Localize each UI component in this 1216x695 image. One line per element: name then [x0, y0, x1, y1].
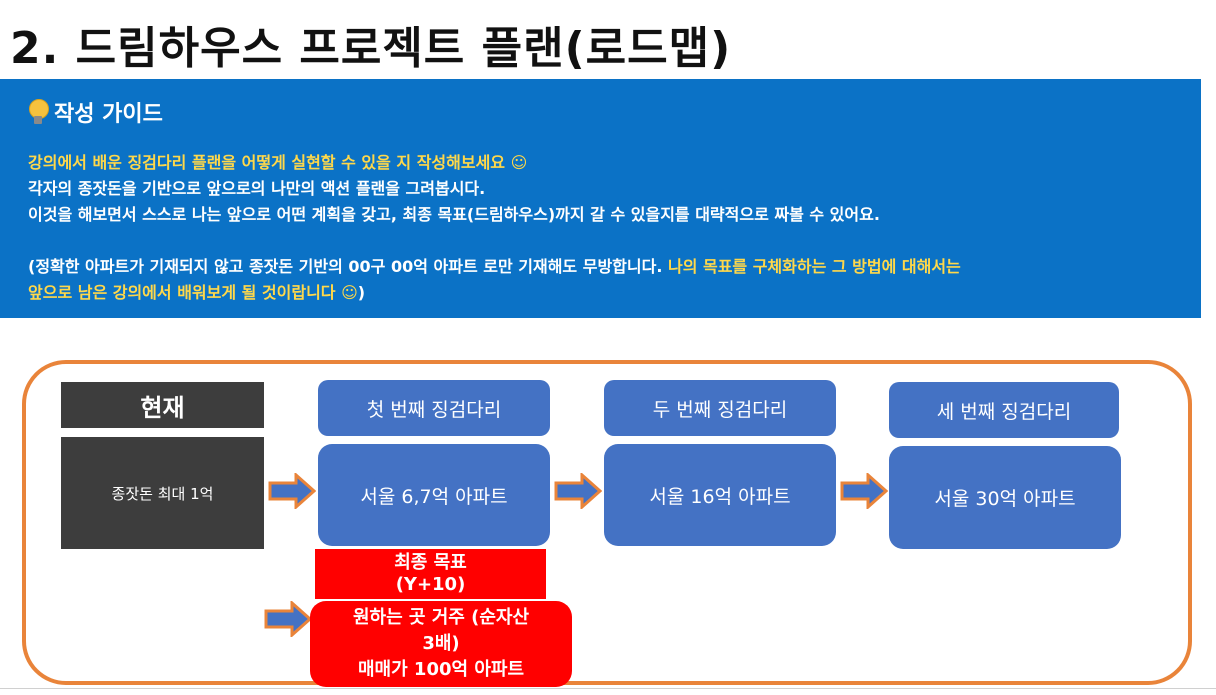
- step1-value-box: 서울 6,7억 아파트: [318, 444, 550, 546]
- step2-value: 서울 16억 아파트: [649, 485, 791, 508]
- step1-value: 서울 6,7억 아파트: [360, 485, 508, 508]
- guide-line-2: 각자의 종잣돈을 기반으로 앞으로의 나만의 액션 플랜을 그려봅시다.: [28, 179, 486, 198]
- guide-heading: 작성 가이드: [28, 96, 163, 128]
- divider: [0, 688, 1216, 689]
- lightbulb-icon: [28, 98, 49, 126]
- page-title: 2. 드림하우스 프로젝트 플랜(로드맵): [10, 23, 732, 74]
- current-label-box: 현재: [61, 382, 264, 428]
- guide-line-4: (정확한 아파트가 기재되지 않고 종잣돈 기반의 00구 00억 아파트 로만…: [28, 254, 961, 280]
- roadmap-frame: [22, 360, 1192, 685]
- step3-value-box: 서울 30억 아파트: [889, 446, 1121, 549]
- right-arrow-icon: [554, 473, 602, 509]
- guide-line-1: 강의에서 배운 징검다리 플랜을 어떻게 실현할 수 있을 지 작성해보세요 ☺: [28, 153, 528, 172]
- guide-panel: [0, 79, 1201, 318]
- step3-label-box: 세 번째 징검다리: [889, 382, 1119, 438]
- step1-label: 첫 번째 징검다리: [366, 398, 502, 421]
- step3-value: 서울 30억 아파트: [934, 488, 1076, 510]
- current-value: 종잣돈 최대 1억: [111, 484, 214, 503]
- step2-value-box: 서울 16억 아파트: [604, 444, 836, 546]
- right-arrow-icon: [840, 473, 888, 509]
- guide-line-5-close: ): [357, 283, 366, 302]
- step3-label: 세 번째 징검다리: [936, 400, 1072, 423]
- step2-label-box: 두 번째 징검다리: [604, 380, 836, 436]
- guide-line-3: 이것을 해보면서 스스로 나는 앞으로 어떤 계획을 갖고, 최종 목표(드림하…: [28, 205, 880, 224]
- step2-label: 두 번째 징검다리: [652, 398, 788, 421]
- final-goal-value-box: 원하는 곳 거주 (순자산 3배) 매매가 100억 아파트: [310, 601, 572, 687]
- right-arrow-icon: [268, 473, 316, 509]
- final-goal-value-1: 원하는 곳 거주 (순자산: [352, 607, 530, 628]
- guide-line-5-highlight: 앞으로 남은 강의에서 배워보게 될 것이랍니다 ☺: [28, 283, 358, 302]
- guide-text: 강의에서 배운 징검다리 플랜을 어떻게 실현할 수 있을 지 작성해보세요 ☺…: [28, 150, 961, 306]
- guide-line-4-highlight: 나의 목표를 구체화하는 그 방법에 대해서는: [667, 257, 961, 276]
- step1-label-box: 첫 번째 징검다리: [318, 380, 550, 436]
- final-goal-label: 최종 목표: [394, 552, 467, 573]
- current-label: 현재: [140, 393, 185, 422]
- final-goal-year: (Y+10): [395, 574, 466, 595]
- final-goal-label-box: 최종 목표 (Y+10): [315, 549, 546, 599]
- current-value-box: 종잣돈 최대 1억: [61, 437, 264, 549]
- guide-line-5: 앞으로 남은 강의에서 배워보게 될 것이랍니다 ☺): [28, 280, 961, 306]
- final-goal-value-3: 매매가 100억 아파트: [357, 659, 525, 680]
- final-goal-value-2: 3배): [422, 633, 460, 654]
- guide-heading-text: 작성 가이드: [54, 102, 163, 127]
- right-arrow-icon: [264, 601, 312, 637]
- guide-line-4-note: (정확한 아파트가 기재되지 않고 종잣돈 기반의 00구 00억 아파트 로만…: [28, 257, 668, 276]
